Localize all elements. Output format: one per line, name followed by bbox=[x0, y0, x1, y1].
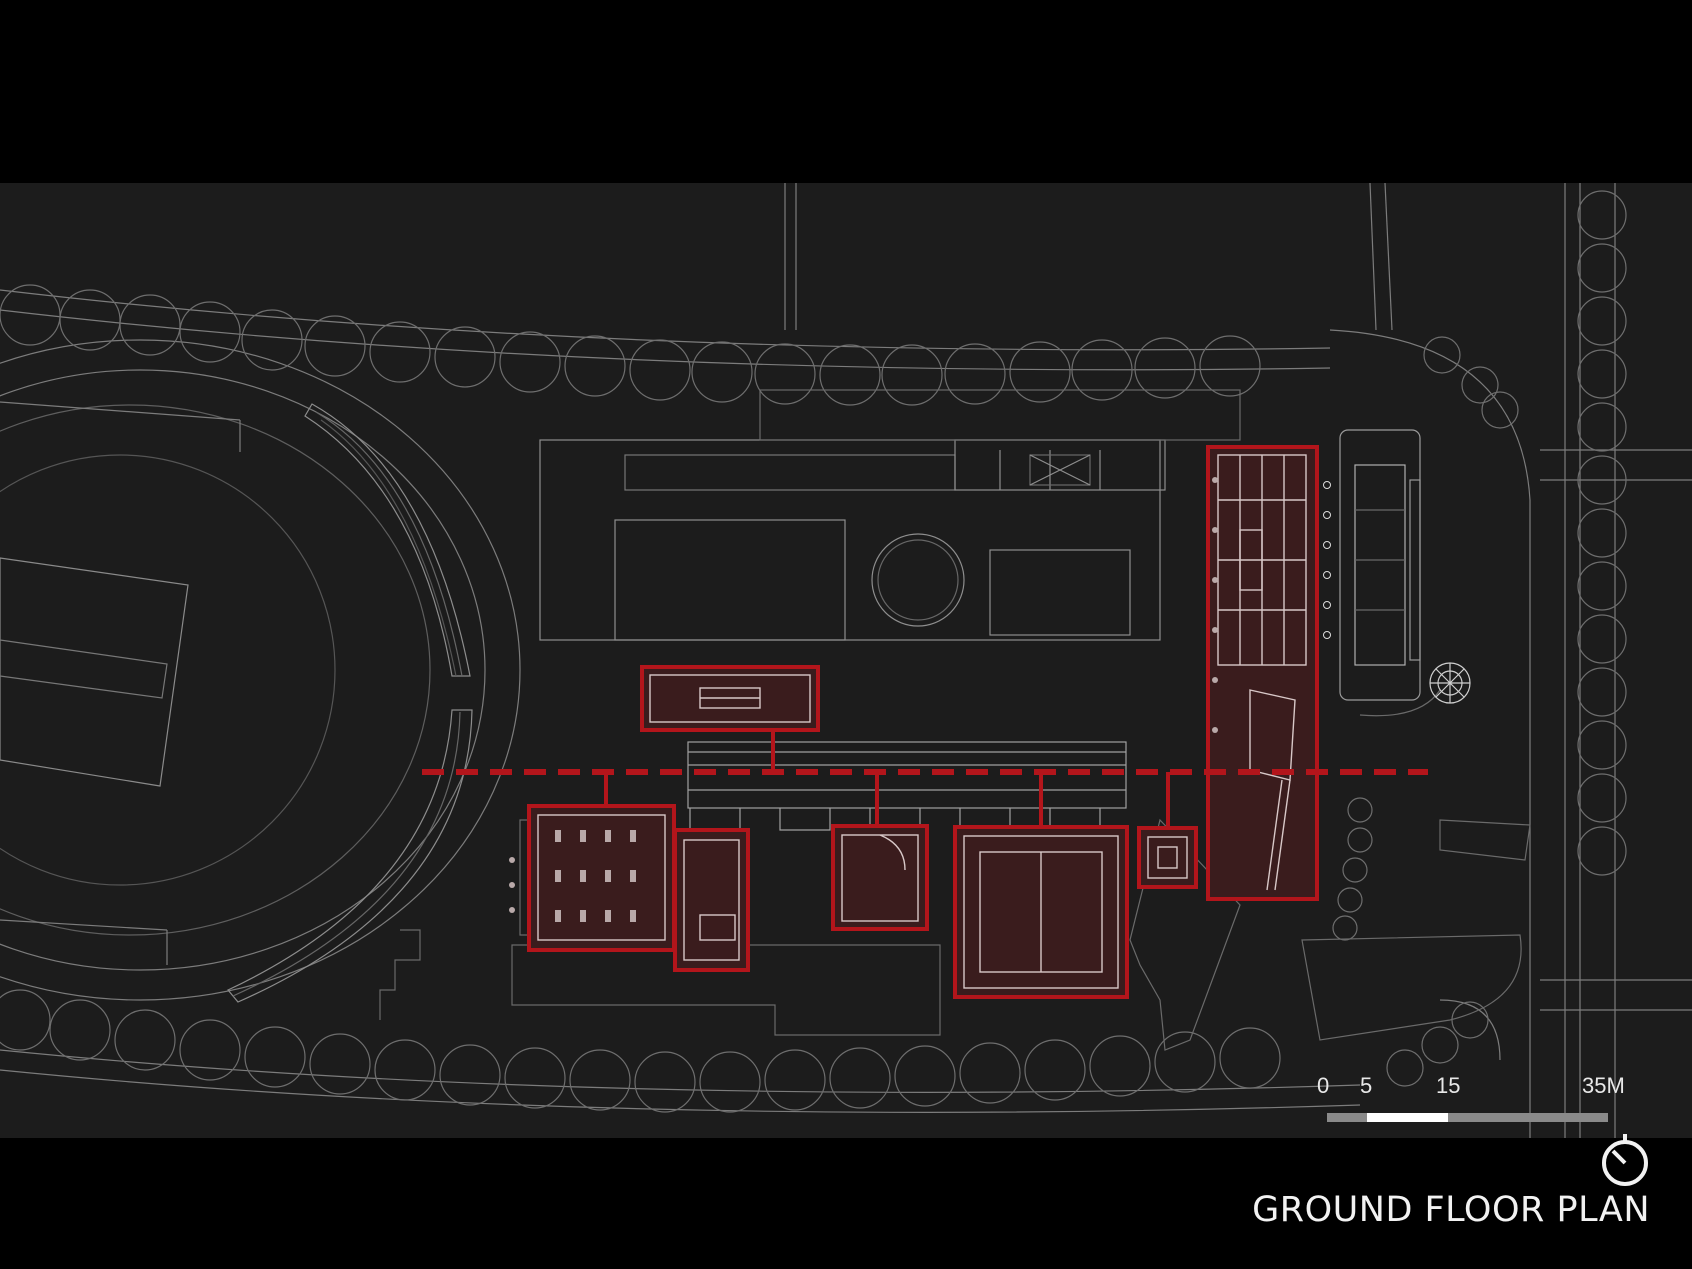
building-dining-hall[interactable] bbox=[527, 804, 676, 952]
building-cafe[interactable] bbox=[831, 824, 929, 931]
scale-label-35m: 35M bbox=[1582, 1073, 1625, 1098]
furniture bbox=[509, 477, 1331, 922]
scale-label-15: 15 bbox=[1436, 1073, 1461, 1098]
stadium-track bbox=[0, 339, 521, 1001]
highlighted-buildings bbox=[527, 445, 1319, 999]
plan-title: GROUND FLOOR PLAN bbox=[1252, 1190, 1650, 1230]
existing-buildings bbox=[539, 389, 1241, 641]
scale-bar bbox=[1327, 1113, 1608, 1122]
corridor bbox=[687, 741, 1127, 831]
bottom-band bbox=[0, 1138, 1692, 1269]
scale-label-0: 0 bbox=[1317, 1073, 1330, 1098]
grandstand-north bbox=[304, 403, 471, 677]
scale-label-5: 5 bbox=[1360, 1073, 1373, 1098]
tree-row-east bbox=[1332, 190, 1627, 1087]
interior-details bbox=[537, 454, 1307, 989]
section-axis bbox=[422, 730, 1428, 828]
top-band bbox=[0, 0, 1692, 183]
tree-row-south bbox=[0, 989, 1281, 1113]
building-stair-core[interactable] bbox=[673, 828, 750, 972]
building-library[interactable] bbox=[640, 665, 820, 732]
tree-row-north bbox=[0, 284, 1261, 406]
grandstand-south bbox=[227, 709, 473, 1003]
tree-icon bbox=[1429, 662, 1471, 704]
north-arrow-icon bbox=[1602, 1134, 1648, 1186]
